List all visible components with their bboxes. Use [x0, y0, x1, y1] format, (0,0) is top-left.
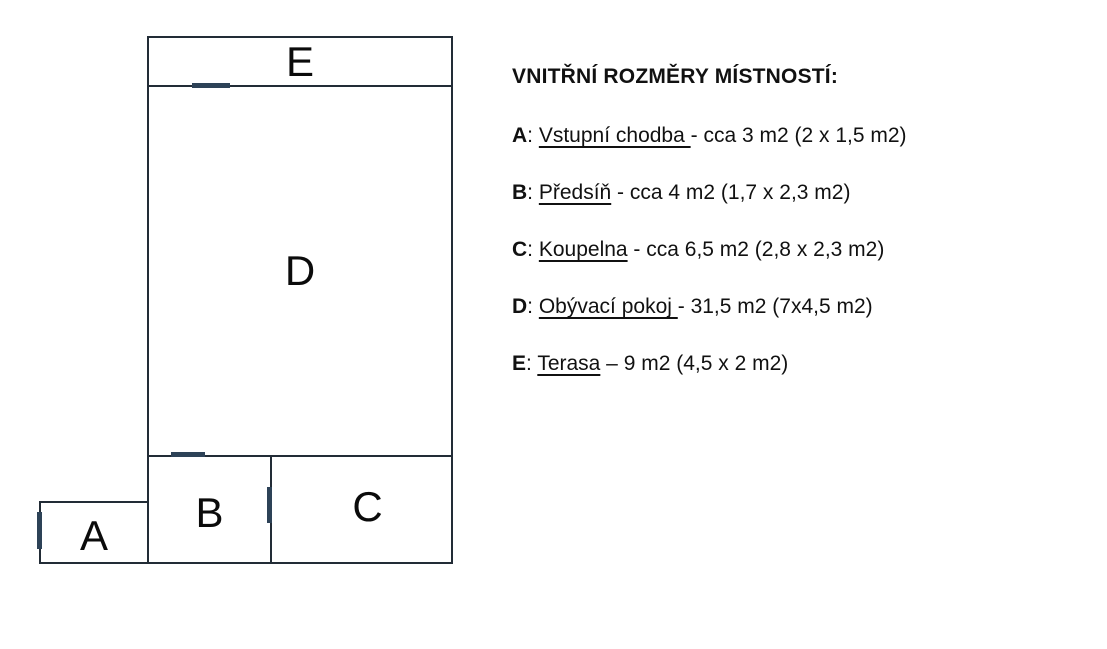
room-hall-label: B	[195, 488, 224, 536]
legend-item-d-dims: - 31,5 m2 (7x4,5 m2)	[677, 295, 873, 318]
room-terrace-label: E	[285, 37, 314, 85]
legend-item-c-name: Koupelna	[538, 238, 628, 261]
terrace-door-marker	[192, 83, 230, 88]
legend-item-e-sep: :	[526, 352, 538, 375]
room-entry-label: A	[79, 511, 108, 559]
legend-item-d-letter: D	[512, 295, 528, 318]
legend-item-e-name: Terasa	[537, 352, 601, 375]
legend-title: VNITŘNÍ ROZMĚRY MÍSTNOSTÍ:	[512, 65, 839, 88]
legend-item-a-dims: - cca 3 m2 (2 x 1,5 m2)	[690, 124, 907, 147]
legend-item-a-sep: :	[527, 124, 539, 147]
living-room-door-marker	[171, 452, 205, 457]
legend-item-d-name: Obývací pokoj	[538, 295, 678, 318]
legend-item-b: B: Předsíň - cca 4 m2 (1,7 x 2,3 m2)	[512, 178, 850, 208]
bathroom-door-marker	[267, 487, 272, 523]
legend-item-a-letter: A	[512, 124, 528, 147]
legend-item-b-name: Předsíň	[538, 181, 612, 204]
legend-item-a: A: Vstupní chodba - cca 3 m2 (2 x 1,5 m2…	[512, 121, 907, 151]
legend-item-c-dims: - cca 6,5 m2 (2,8 x 2,3 m2)	[627, 238, 885, 261]
room-entry: A	[39, 501, 149, 564]
legend-item-c-letter: C	[512, 238, 528, 261]
legend-item-b-letter: B	[512, 181, 528, 204]
legend-item-b-dims: - cca 4 m2 (1,7 x 2,3 m2)	[611, 181, 851, 204]
legend-item-b-sep: :	[527, 181, 539, 204]
entry-door-marker	[37, 512, 42, 549]
room-bathroom: C	[270, 455, 453, 564]
room-bathroom-label: C	[352, 482, 383, 530]
legend-item-e-letter: E	[512, 352, 527, 375]
room-living-label: D	[284, 247, 316, 294]
legend-item-a-name: Vstupní chodba	[538, 124, 691, 147]
legend-item-e: E: Terasa – 9 m2 (4,5 x 2 m2)	[512, 349, 788, 379]
legend-item-e-dims: – 9 m2 (4,5 x 2 m2)	[600, 352, 789, 375]
legend-item-c: C: Koupelna - cca 6,5 m2 (2,8 x 2,3 m2)	[512, 235, 884, 265]
legend-item-c-sep: :	[527, 238, 539, 261]
legend-item-d: D: Obývací pokoj - 31,5 m2 (7x4,5 m2)	[512, 292, 873, 322]
legend-item-d-sep: :	[527, 295, 539, 318]
